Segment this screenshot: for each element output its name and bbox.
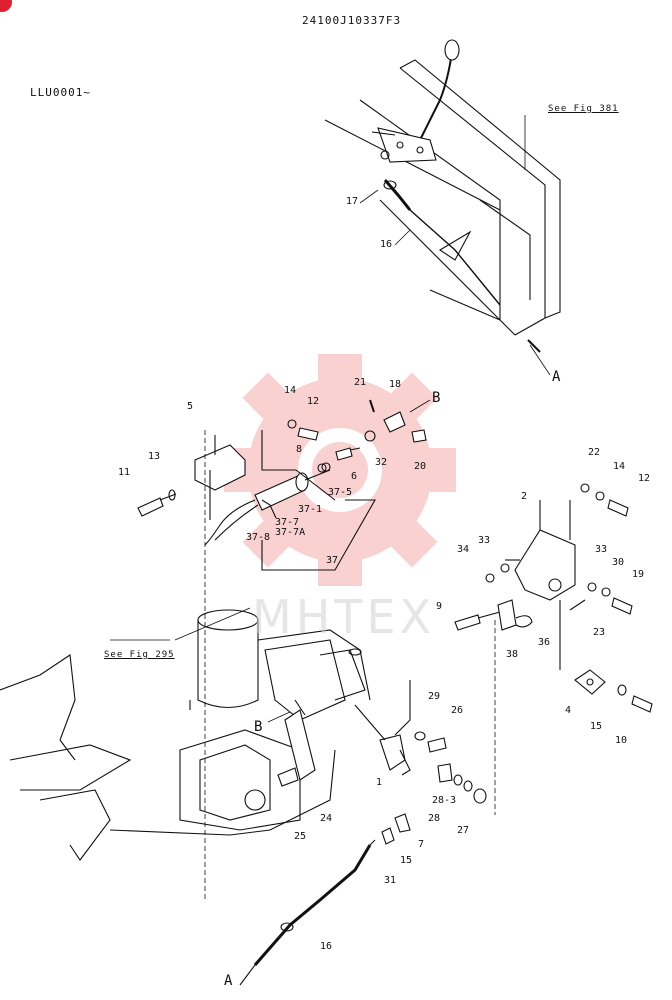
watermark-text: MHTEX bbox=[252, 590, 435, 644]
callout-16-upper: 16 bbox=[380, 239, 393, 250]
callout-5: 5 bbox=[187, 401, 194, 412]
control-lever bbox=[371, 39, 460, 163]
callout-15-right: 15 bbox=[590, 721, 603, 732]
bolt-11 bbox=[137, 489, 177, 517]
callout-11: 11 bbox=[118, 467, 131, 478]
callout-37-7a: 37-7A bbox=[275, 527, 306, 538]
callout-37-5: 37-5 bbox=[328, 487, 353, 498]
callout-10: 10 bbox=[615, 735, 628, 746]
callout-18: 18 bbox=[389, 379, 402, 390]
callout-28-3: 28-3 bbox=[432, 795, 457, 806]
callout-31: 31 bbox=[384, 875, 397, 886]
throttle-cable-upper bbox=[383, 179, 501, 306]
cab-housing bbox=[324, 59, 561, 353]
callout-14-left: 14 bbox=[284, 385, 297, 396]
corner-badge bbox=[0, 0, 12, 12]
callout-24: 24 bbox=[320, 813, 333, 824]
callout-37-7: 37-7 bbox=[275, 517, 300, 528]
callout-12-left: 12 bbox=[307, 396, 320, 407]
callout-37-8: 37-8 bbox=[246, 532, 271, 543]
throttle-cable-lower bbox=[239, 839, 376, 986]
callout-36: 36 bbox=[538, 637, 551, 648]
callout-33-right: 33 bbox=[595, 544, 608, 555]
callout-30: 30 bbox=[612, 557, 625, 568]
callout-16-lower: 16 bbox=[320, 941, 333, 952]
callout-23: 23 bbox=[593, 627, 606, 638]
callout-20: 20 bbox=[414, 461, 427, 472]
callout-28: 28 bbox=[428, 813, 441, 824]
callout-21: 21 bbox=[354, 377, 367, 388]
engine-block bbox=[179, 609, 411, 836]
callout-6: 6 bbox=[351, 471, 358, 482]
callout-27: 27 bbox=[457, 825, 470, 836]
callout-17: 17 bbox=[346, 196, 359, 207]
callout-b-top: B bbox=[432, 390, 441, 406]
callout-9: 9 bbox=[436, 601, 443, 612]
watermark-gear-icon bbox=[224, 354, 456, 586]
callout-33-left: 33 bbox=[478, 535, 491, 546]
hardware-upper bbox=[287, 399, 427, 472]
stop-lever-plate bbox=[574, 669, 653, 713]
callout-22: 22 bbox=[588, 447, 601, 458]
callout-12-right: 12 bbox=[638, 473, 651, 484]
callout-a-bottom: A bbox=[224, 973, 233, 989]
callout-32: 32 bbox=[375, 457, 388, 468]
callout-29: 29 bbox=[428, 691, 441, 702]
figure-reference-lower[interactable]: See Fig 295 bbox=[104, 650, 175, 660]
callout-1: 1 bbox=[376, 777, 383, 788]
callout-37: 37 bbox=[326, 555, 339, 566]
callout-7: 7 bbox=[418, 839, 425, 850]
figure-reference-upper[interactable]: See Fig 381 bbox=[548, 104, 619, 114]
cooling-fan bbox=[0, 654, 231, 861]
callout-4: 4 bbox=[565, 705, 572, 716]
bracket-2 bbox=[454, 483, 633, 815]
callout-8: 8 bbox=[296, 444, 303, 455]
serial-range: LLU0001~ bbox=[30, 86, 91, 99]
callout-a-top: A bbox=[552, 369, 561, 385]
callout-26: 26 bbox=[451, 705, 464, 716]
callout-14-right: 14 bbox=[613, 461, 626, 472]
lower-linkage bbox=[277, 699, 487, 845]
leader-lines bbox=[110, 115, 551, 723]
callout-b-mid: B bbox=[254, 719, 263, 735]
callout-19: 19 bbox=[632, 569, 645, 580]
document-code: 24100J10337F3 bbox=[302, 14, 402, 27]
callout-38: 38 bbox=[506, 649, 519, 660]
bracket-5 bbox=[194, 430, 246, 900]
stop-solenoid bbox=[204, 430, 376, 571]
callout-37-1: 37-1 bbox=[298, 504, 323, 515]
callout-13: 13 bbox=[148, 451, 161, 462]
callout-25: 25 bbox=[294, 831, 307, 842]
callout-15-lower: 15 bbox=[400, 855, 413, 866]
callout-2: 2 bbox=[521, 491, 528, 502]
callout-34: 34 bbox=[457, 544, 470, 555]
